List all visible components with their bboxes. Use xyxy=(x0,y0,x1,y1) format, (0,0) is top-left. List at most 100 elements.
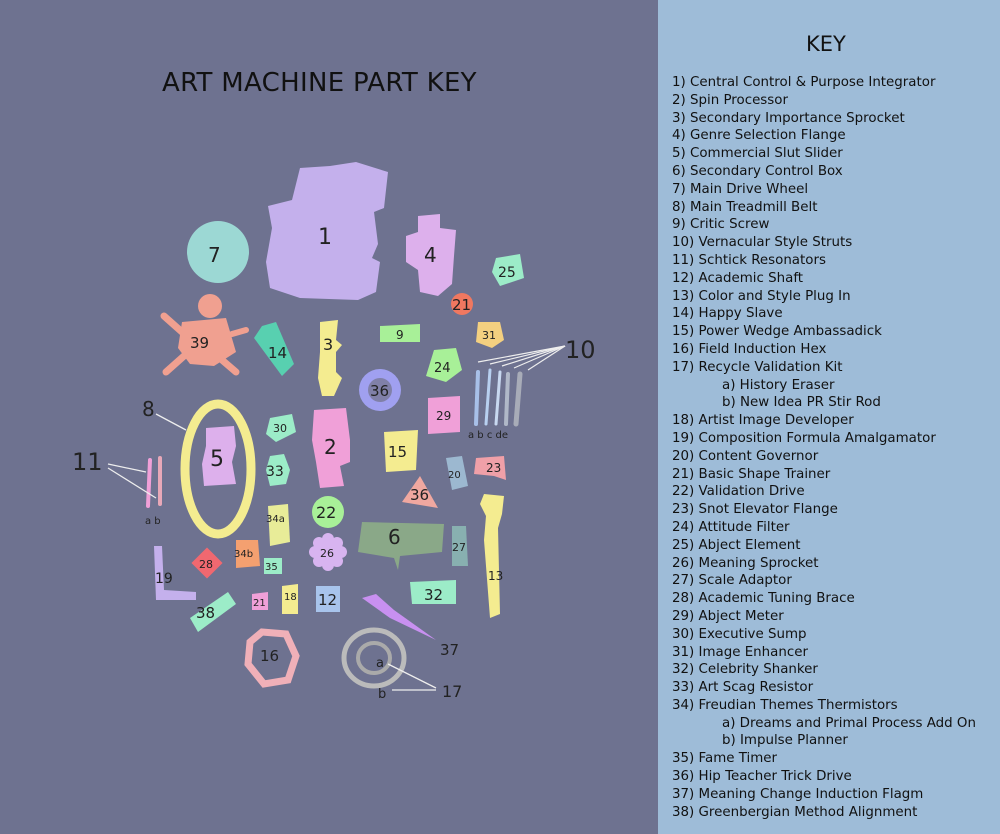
part-31-shape xyxy=(476,322,504,348)
label-7: 7 xyxy=(208,243,221,267)
part-26-shape xyxy=(309,533,347,571)
part-11-leaders xyxy=(107,463,157,499)
key-item: 23) Snot Elevator Flange xyxy=(672,502,838,518)
key-item: 30) Executive Sump xyxy=(672,626,807,642)
label-18: 18 xyxy=(284,592,297,603)
part-38-shape xyxy=(190,592,236,632)
key-heading: KEY xyxy=(806,32,846,56)
key-item: 27) Scale Adaptor xyxy=(672,573,792,589)
part-10-struts xyxy=(474,368,523,427)
label-12: 12 xyxy=(318,591,337,609)
label-10-sub: a b c de xyxy=(468,430,508,441)
label-4: 4 xyxy=(424,243,437,267)
key-item: 35) Fame Timer xyxy=(672,751,778,767)
part-18-shape xyxy=(282,584,298,614)
part-30-shape xyxy=(266,414,296,442)
part-1-shape xyxy=(266,162,388,300)
diagram-title: ART MACHINE PART KEY xyxy=(162,68,477,98)
key-item: 25) Abject Element xyxy=(672,537,801,553)
label-1: 1 xyxy=(318,225,332,250)
label-13: 13 xyxy=(488,569,503,583)
part-17b-shape xyxy=(356,641,392,675)
part-2-shape xyxy=(312,408,350,488)
part-24-shape xyxy=(426,348,462,382)
part-34b-shape xyxy=(236,540,260,568)
part-22-shape xyxy=(312,496,344,528)
label-34b: 34b xyxy=(234,549,253,560)
part-27-shape xyxy=(452,526,468,566)
key-item: a) History Eraser xyxy=(722,377,835,393)
label-32: 32 xyxy=(424,586,443,604)
label-8: 8 xyxy=(142,397,155,421)
key-item: 15) Power Wedge Ambassadick xyxy=(672,324,882,340)
key-item: 7) Main Drive Wheel xyxy=(672,181,809,197)
key-item: 16) Field Induction Hex xyxy=(672,341,827,357)
part-19-shape xyxy=(154,546,196,600)
part-15-shape xyxy=(384,430,418,472)
key-item: 12) Academic Shaft xyxy=(672,270,804,286)
label-23: 23 xyxy=(486,461,501,475)
key-item: 5) Commercial Slut Slider xyxy=(672,146,843,162)
part-35-shape xyxy=(264,558,282,574)
key-item: 37) Meaning Change Induction Flagm xyxy=(672,786,924,802)
key-item: 2) Spin Processor xyxy=(672,92,788,108)
part-33-shape xyxy=(266,454,290,486)
key-item: 11) Schtick Resonators xyxy=(672,252,826,268)
key-item: 26) Meaning Sprocket xyxy=(672,555,819,571)
label-11-sub: a b xyxy=(145,516,161,527)
label-34a: 34a xyxy=(266,514,285,525)
part-20-shape xyxy=(446,456,468,490)
label-14: 14 xyxy=(268,344,287,362)
key-item: 17) Recycle Validation Kit xyxy=(672,359,843,375)
key-item: 9) Critic Screw xyxy=(672,217,770,233)
part-8-shape xyxy=(180,399,256,539)
key-item: 1) Central Control & Purpose Integrator xyxy=(672,75,936,90)
label-36b: 36 xyxy=(410,486,429,504)
label-10: 10 xyxy=(565,336,596,364)
label-35: 35 xyxy=(265,562,278,573)
label-17b: b xyxy=(378,687,386,702)
part-29-shape xyxy=(428,396,460,434)
label-33: 33 xyxy=(266,464,284,480)
label-17a: a xyxy=(376,656,384,671)
key-item: 38) Greenbergian Method Alignment xyxy=(672,804,918,820)
part-3-shape xyxy=(318,320,342,396)
key-item: 28) Academic Tuning Brace xyxy=(672,591,855,607)
key-item: 32) Celebrity Shanker xyxy=(672,662,818,678)
part-14-shape xyxy=(254,322,294,376)
part-32-shape xyxy=(410,580,456,604)
key-item: 21) Basic Shape Trainer xyxy=(672,466,831,482)
label-38: 38 xyxy=(196,604,215,622)
part-21a-shape xyxy=(451,293,473,315)
label-16: 16 xyxy=(260,647,279,665)
label-2: 2 xyxy=(324,435,337,459)
part-17-leaders xyxy=(387,663,437,691)
label-21b: 21 xyxy=(253,598,266,609)
part-7-shape xyxy=(187,221,249,283)
diagram-canvas: ART MACHINE PART KEY xyxy=(72,68,596,702)
part-10-leaders xyxy=(477,345,566,371)
part-8-leader xyxy=(155,413,187,431)
label-17: 17 xyxy=(442,682,462,701)
key-item: 36) Hip Teacher Trick Drive xyxy=(672,769,852,785)
label-30: 30 xyxy=(273,422,287,435)
key-item: a) Dreams and Primal Process Add On xyxy=(722,715,976,731)
key-item: 22) Validation Drive xyxy=(672,484,805,500)
label-5: 5 xyxy=(210,447,224,472)
label-9: 9 xyxy=(396,328,404,342)
key-item: 20) Content Governor xyxy=(672,448,819,464)
label-37: 37 xyxy=(440,641,459,659)
part-13-shape xyxy=(480,494,504,618)
part-4-shape xyxy=(406,214,456,296)
part-36b-shape xyxy=(402,476,438,508)
part-9-shape xyxy=(380,324,420,342)
machine-parts-diagram: 1 2 3 4 5 6 7 8 9 10 11 12 13 14 15 16 1… xyxy=(72,162,596,702)
label-11: 11 xyxy=(72,448,103,476)
label-19: 19 xyxy=(155,571,173,587)
label-6: 6 xyxy=(388,525,401,549)
part-25-shape xyxy=(492,254,524,286)
part-37-shape xyxy=(362,594,436,640)
label-20: 20 xyxy=(448,470,461,481)
part-12-shape xyxy=(316,586,340,612)
part-23-shape xyxy=(474,456,506,480)
